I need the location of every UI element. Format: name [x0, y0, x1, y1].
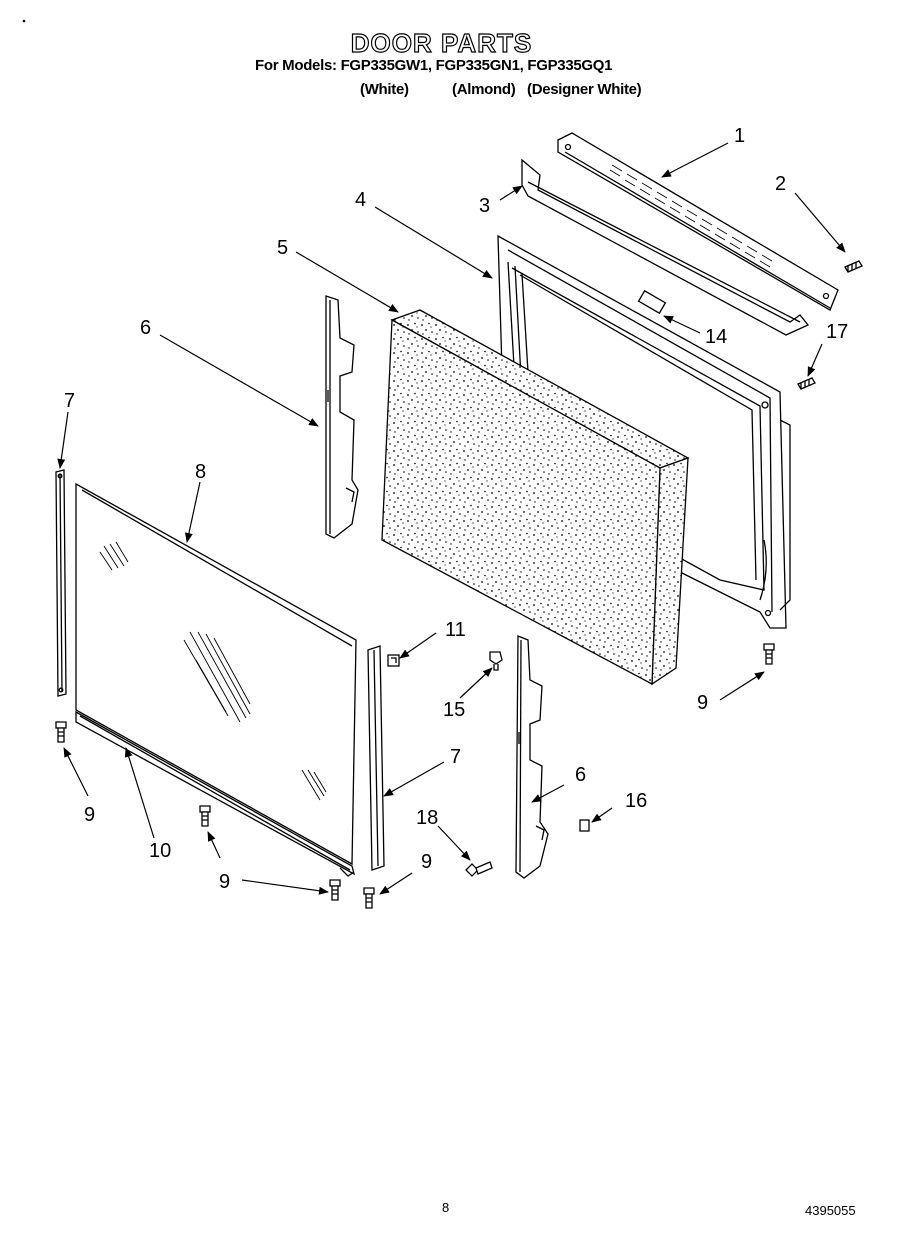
callout-6-upper: 6 — [140, 317, 152, 339]
insulation-part-5 — [381, 309, 690, 686]
page-number: 8 — [442, 1200, 450, 1215]
title-block: DOOR PARTS — [0, 27, 897, 59]
registration-dot — [22, 19, 26, 23]
leader-7-left — [57, 411, 69, 469]
leader-6-upper — [159, 334, 319, 427]
color-almond: (Almond) — [452, 81, 516, 98]
callout-7-right: 7 — [450, 746, 462, 768]
leader-8 — [184, 481, 201, 543]
color-designer-white: (Designer White) — [527, 81, 642, 98]
color-white: (White) — [360, 81, 409, 98]
callout-9-right-bottom: 9 — [421, 851, 433, 873]
leader-15 — [459, 667, 493, 699]
clip-part-16 — [579, 819, 590, 832]
leader-5 — [295, 251, 399, 313]
bottom-trim-part-10 — [75, 710, 355, 877]
screw-part-18 — [465, 861, 493, 877]
models-line: For Models: FGP335GW1, FGP335GN1, FGP335… — [255, 57, 613, 74]
leader-3 — [499, 185, 523, 201]
leader-2 — [794, 192, 846, 253]
glass-trim-part-7-left — [55, 469, 67, 697]
leader-6-lower — [531, 784, 565, 803]
bumper-part-15 — [489, 651, 503, 671]
callout-1: 1 — [734, 125, 746, 147]
vent-trim-part-1 — [557, 132, 839, 311]
leader-18 — [437, 825, 471, 861]
leader-11 — [399, 632, 437, 659]
callout-9-right: 9 — [697, 692, 709, 714]
screw-part-9-c — [329, 879, 341, 901]
page-title: DOOR PARTS — [350, 27, 533, 58]
side-bracket-part-6-lower — [515, 635, 549, 879]
leader-7-right — [383, 761, 445, 797]
callout-2: 2 — [775, 173, 787, 195]
leader-lines — [57, 142, 846, 895]
callout-9-bottom: 9 — [219, 871, 231, 893]
callout-16: 16 — [625, 790, 648, 812]
leader-14 — [663, 315, 701, 334]
leader-16 — [591, 807, 613, 823]
leader-9-left — [63, 747, 89, 797]
leader-1 — [661, 142, 729, 178]
callout-15: 15 — [443, 699, 466, 721]
leader-17 — [807, 343, 823, 377]
leader-10 — [124, 747, 155, 839]
leader-9-bottom — [241, 879, 329, 895]
callout-8: 8 — [195, 461, 207, 483]
clip-part-11 — [387, 654, 400, 667]
screw-part-9-b — [199, 805, 211, 827]
callout-9-left: 9 — [84, 804, 96, 826]
leader-9-right — [719, 671, 765, 701]
top-trim-part-3 — [521, 158, 810, 336]
callout-10: 10 — [149, 840, 172, 862]
callout-18: 18 — [416, 807, 439, 829]
callout-11: 11 — [445, 619, 466, 641]
callout-14: 14 — [705, 326, 728, 348]
screw-part-9-d — [363, 887, 375, 909]
callout-7-left: 7 — [64, 390, 76, 412]
glass-trim-part-7-right — [367, 645, 385, 871]
screw-part-17 — [797, 377, 816, 390]
side-bracket-part-6-upper — [325, 295, 359, 539]
outer-glass-part-8 — [75, 482, 357, 866]
callout-3: 3 — [479, 195, 491, 217]
screw-part-9-e — [763, 643, 775, 665]
callout-6-lower: 6 — [575, 764, 587, 786]
document-number: 4395055 — [805, 1203, 856, 1218]
screw-part-2 — [844, 260, 863, 273]
callout-4: 4 — [355, 189, 367, 211]
leader-9-right-bottom — [379, 872, 413, 895]
leader-9-center — [207, 831, 221, 859]
screw-part-9-a — [55, 721, 67, 743]
callout-17: 17 — [826, 321, 849, 343]
leader-4 — [374, 206, 493, 279]
callout-5: 5 — [277, 237, 289, 259]
